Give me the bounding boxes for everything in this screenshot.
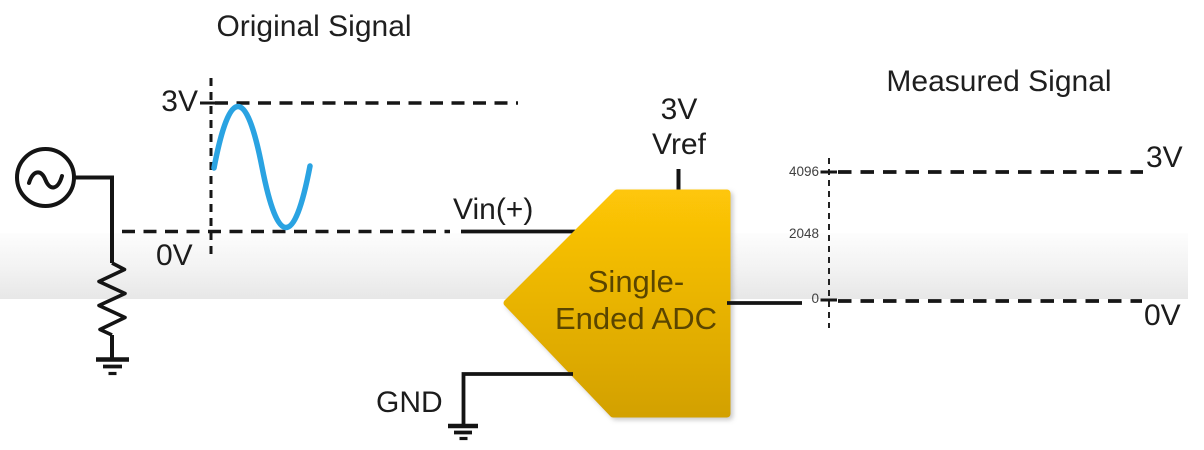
source-ground-icon <box>96 357 129 376</box>
resistor-icon <box>97 261 127 337</box>
gnd-wire <box>461 372 573 425</box>
vref-value-label: 3V <box>660 93 698 126</box>
vin-label: Vin(+) <box>453 193 534 226</box>
vref-label: Vref <box>652 128 706 161</box>
measured-tick-2048: 2048 <box>788 226 819 241</box>
original-0v-label: 0V <box>156 239 193 272</box>
adc-pentagon <box>503 189 731 418</box>
adc-ground-icon <box>448 423 478 441</box>
measured-tick-0: 0 <box>811 291 819 306</box>
adc-name-line1: Single- <box>587 264 685 299</box>
measured-tick-4096: 4096 <box>788 164 819 179</box>
measured-3v-label: 3V <box>1146 141 1183 174</box>
original-signal-title: Original Signal <box>216 10 412 43</box>
measured-signal-title: Measured Signal <box>886 65 1112 98</box>
gnd-label: GND <box>376 386 443 419</box>
sine-wave <box>211 103 313 231</box>
source-wire <box>74 175 114 263</box>
ac-source-icon <box>15 147 76 208</box>
measured-0v-label: 0V <box>1144 299 1181 332</box>
original-3v-label: 3V <box>161 85 198 118</box>
adc-name-line2: Ended ADC <box>555 301 717 336</box>
